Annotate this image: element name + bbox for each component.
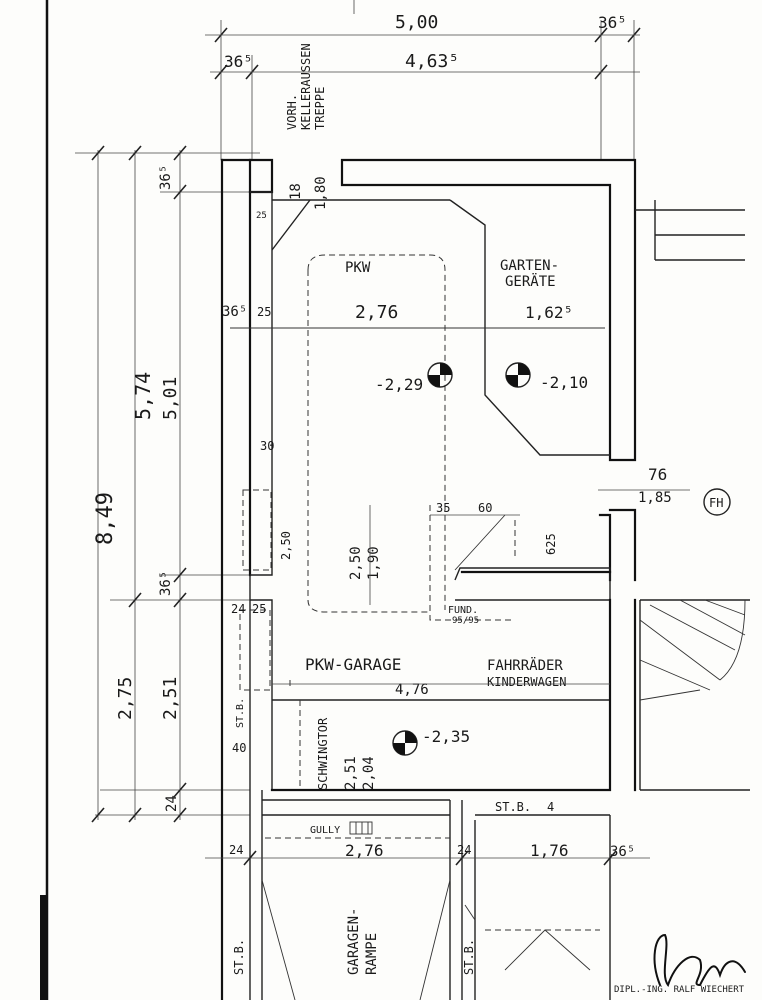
level-label-a: -2,29: [375, 375, 423, 394]
dim-251-bottom: 2,51: [343, 756, 359, 790]
dim-204-bottom: 2,04: [361, 756, 377, 790]
st-b-bottom-mid: ST.B.: [462, 939, 476, 975]
room-label-fahrrad-1: FAHRRÄDER: [487, 656, 563, 674]
dim-250-mid: 2,50: [348, 546, 364, 580]
room-label-garten-1: GARTEN-: [500, 258, 559, 274]
level-label-b: -2,10: [540, 373, 588, 392]
svg-text:KELLERAUSSEN: KELLERAUSSEN: [299, 43, 313, 130]
dim-wall-a: 36⁵: [222, 304, 247, 320]
fh-label: FH: [709, 496, 723, 510]
dim-60: 60: [478, 501, 492, 515]
dim-25-mid: 25: [252, 602, 266, 616]
dim-bottom-mid2: 24: [457, 843, 471, 857]
dashed-column-left: [242, 489, 272, 571]
stair-note: VORH. KELLERAUSSEN TREPPE: [285, 43, 327, 130]
gully-label: GULLY: [310, 825, 340, 836]
dim-76: 76: [648, 465, 667, 484]
room-label-pkw: PKW: [345, 260, 371, 276]
foundation-outline: [429, 505, 520, 621]
signature-text: DIPL.-ING. RALF WIECHERT: [614, 985, 745, 995]
dim-upper-outer: 5,74: [131, 372, 155, 420]
dim-mid-wall-left: 36⁵: [158, 571, 174, 596]
fund-label: FUND.: [448, 605, 478, 616]
dim-25-top: 25: [256, 211, 267, 221]
ramp-lines: [261, 879, 600, 1000]
level-label-c: -2,35: [422, 727, 470, 746]
dim-total-depth: 8,49: [93, 492, 118, 545]
car-outline-upper: [307, 254, 446, 613]
svg-text:GARAGEN-: GARAGEN-: [346, 908, 362, 975]
svg-text:TREPPE: TREPPE: [313, 87, 327, 130]
dim-bottom-mid: 2,76: [345, 841, 384, 860]
dim-pkw-width: 2,76: [355, 302, 398, 323]
dim-garage-width: 4,76: [395, 682, 429, 698]
st-b-right-num: 4: [547, 800, 554, 814]
schwingtor-label: SCHWINGTOR: [316, 717, 330, 790]
level-marker-a: [427, 362, 453, 388]
dim-35: 35: [436, 501, 450, 515]
dim-250-left: 2,50: [279, 531, 293, 560]
svg-text:VORH.: VORH.: [285, 94, 299, 130]
dim-185: 1,85: [638, 490, 672, 506]
right-stair: [635, 200, 750, 791]
dim-garten-width: 1,62⁵: [525, 303, 573, 322]
dim-right-wall-top: 36⁵: [598, 13, 627, 32]
dim-bottom-wall-left: 24: [164, 795, 180, 812]
st-b-right: ST.B.: [495, 800, 531, 814]
svg-text:RAMPE: RAMPE: [364, 933, 380, 975]
dim-625: 625: [544, 533, 558, 555]
car-outline-lower: [289, 680, 301, 790]
level-marker-b: [505, 362, 531, 388]
top-dimension-lines: [205, 0, 641, 160]
room-label-garten-2: GERÄTE: [505, 272, 556, 290]
room-label-garage: PKW-GARAGE: [305, 655, 401, 674]
room-label-fahrrad-2: KINDERWAGEN: [487, 675, 566, 689]
st-b-bottom-left: ST.B.: [232, 939, 246, 975]
dim-bottom-wall: 36⁵: [610, 844, 635, 860]
dim-lower-outer: 2,75: [115, 677, 136, 720]
fund-size: 95/95: [452, 616, 479, 626]
binding-mark: [40, 895, 48, 1000]
room-label-rampe: GARAGEN- RAMPE: [346, 908, 380, 975]
dim-overall-width: 5,00: [395, 12, 438, 33]
dashed-column-lower: [239, 609, 271, 691]
dim-upper-inner: 5,01: [160, 377, 181, 420]
dim-bottom-right: 1,76: [530, 841, 569, 860]
dim-bottom-left: 24: [229, 843, 243, 857]
left-dimension-lines: [75, 145, 260, 823]
dim-top-wall-left: 36⁵: [158, 165, 174, 190]
dim-190-mid: 1,90: [366, 546, 382, 580]
dim-wall-b: 25: [257, 305, 271, 319]
stair-18: 18: [288, 183, 304, 200]
signature-scribble: [653, 933, 746, 988]
dim-40: 40: [232, 741, 246, 755]
dim-lower-inner: 2,51: [160, 677, 181, 720]
dim-30: 30: [260, 439, 274, 453]
stair-180: 1,80: [313, 176, 329, 210]
st-b-left: ST.B.: [235, 698, 246, 728]
fh-symbol: [703, 488, 731, 516]
dim-24-mid: 24: [231, 602, 245, 616]
gully: [349, 821, 373, 835]
dim-left-wall-top: 36⁵: [224, 52, 253, 71]
dim-inner-width: 4,63⁵: [405, 51, 459, 72]
walls: [220, 158, 637, 1000]
level-marker-c: [392, 730, 418, 756]
